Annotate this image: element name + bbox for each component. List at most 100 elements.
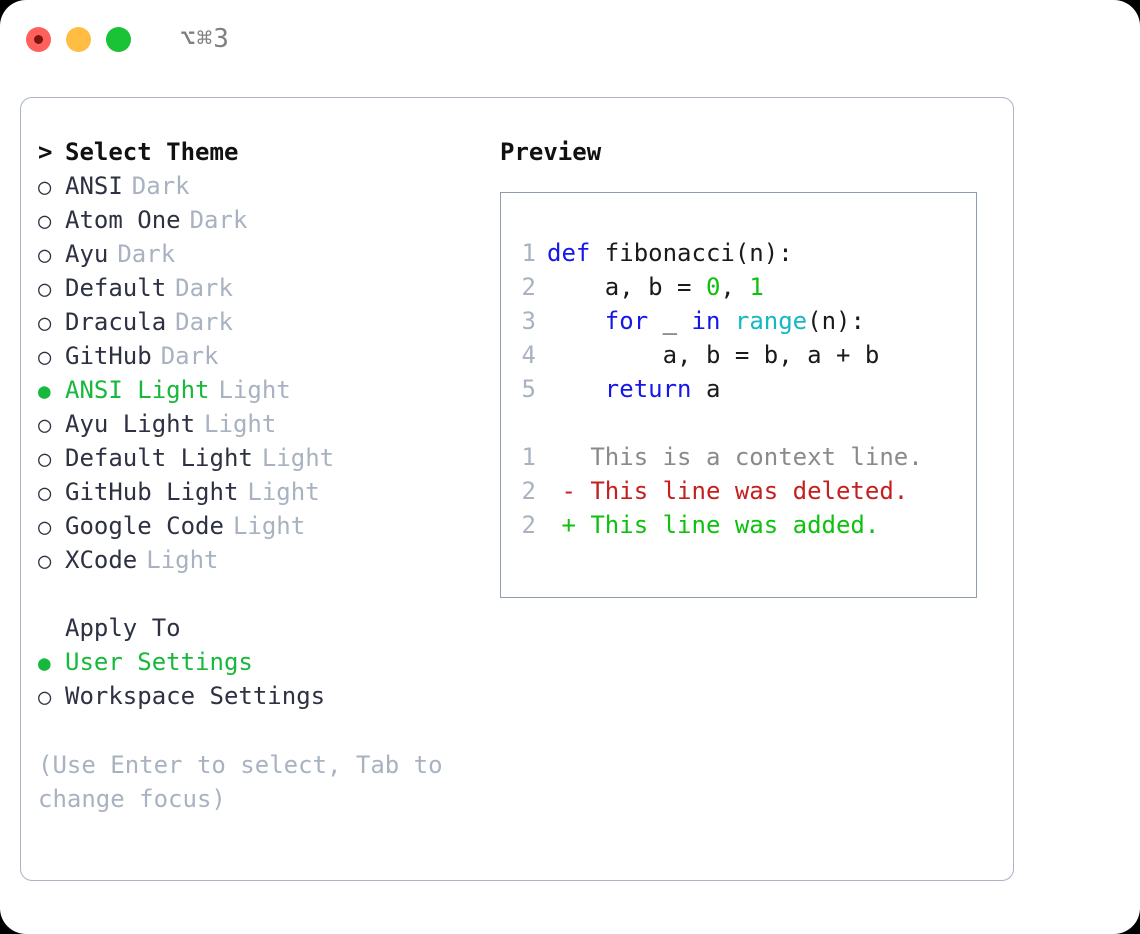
theme-variant-badge: Dark [160, 342, 219, 370]
code-token-number: 1 [749, 273, 764, 301]
theme-item-ayu-light[interactable]: ○ Ayu Light Light [38, 410, 488, 444]
theme-item-xcode[interactable]: ○ XCode Light [38, 546, 488, 580]
line-number: 1 [521, 443, 536, 471]
code-token-text: a, b = [547, 273, 706, 301]
apply-to-option-user-settings[interactable]: ● User Settings [38, 648, 488, 682]
theme-variant-badge: Dark [131, 172, 190, 200]
selection-arrow-icon: > [38, 138, 67, 166]
theme-name: GitHub [65, 342, 152, 370]
diff-content: + This line was added. [547, 511, 880, 539]
theme-name: Default Light [65, 444, 253, 472]
radio-unselected-icon: ○ [38, 549, 65, 574]
code-token-keyword: in [691, 307, 721, 335]
theme-name: Ayu [65, 240, 109, 268]
maximize-button[interactable] [106, 26, 131, 52]
theme-name: ANSI Light [65, 376, 210, 404]
theme-variant-badge: Dark [175, 308, 233, 336]
apply-to-title: Apply To [65, 614, 181, 642]
theme-variant-badge: Light [146, 546, 219, 574]
apply-to-option-label: User Settings [65, 648, 253, 676]
theme-variant-badge: Light [232, 512, 306, 540]
code-line: 3 for _ in range(n): [513, 307, 976, 341]
theme-item-atom-one-dark[interactable]: ○ Atom One Dark [38, 206, 488, 240]
code-content: def fibonacci(n): [547, 239, 793, 267]
theme-variant-badge: Dark [175, 274, 233, 302]
diff-content: - This line was deleted. [547, 477, 909, 505]
apply-to-option-workspace-settings[interactable]: ○ Workspace Settings [38, 682, 488, 716]
radio-unselected-icon: ○ [38, 685, 65, 710]
theme-name: Dracula [65, 308, 167, 336]
code-line: 2 a, b = 0, 1 [513, 273, 976, 307]
code-token-text: a [691, 375, 721, 403]
radio-unselected-icon: ○ [38, 345, 65, 370]
code-line: 5 return a [513, 375, 976, 409]
code-token-text: _ [648, 307, 692, 335]
select-theme-title: Select Theme [65, 138, 239, 166]
theme-item-ansi-dark[interactable]: ○ ANSI Dark [38, 172, 488, 206]
keyboard-hint-text: (Use Enter to select, Tab to change focu… [38, 751, 458, 813]
apply-to-option-label: Workspace Settings [65, 682, 326, 710]
code-token-number: 0 [705, 273, 721, 301]
theme-name: ANSI [65, 172, 123, 200]
diff-content: This is a context line. [547, 443, 923, 471]
apply-to-header: Apply To [38, 614, 488, 648]
theme-name: Default [65, 274, 167, 302]
code-token-text: (n): [807, 307, 865, 335]
close-button[interactable] [26, 26, 51, 52]
theme-item-google-code[interactable]: ○ Google Code Light [38, 512, 488, 546]
code-token-text [547, 307, 605, 335]
radio-unselected-icon: ○ [38, 413, 65, 438]
code-token-text: , [720, 273, 750, 301]
code-token-keyword: return [604, 375, 692, 403]
theme-name: Ayu Light [65, 410, 196, 438]
theme-item-default-light[interactable]: ○ Default Light Light [38, 444, 488, 478]
code-content: for _ in range(n): [547, 307, 865, 335]
theme-name: XCode [65, 546, 138, 574]
diff-line-added: 2 + This line was added. [513, 511, 976, 545]
code-token-text [547, 375, 605, 403]
code-content: a, b = b, a + b [547, 341, 880, 369]
radio-unselected-icon: ○ [38, 481, 65, 506]
theme-item-ayu-dark[interactable]: ○ Ayu Dark [38, 240, 488, 274]
diff-line-deleted: 2 - This line was deleted. [513, 477, 976, 511]
code-content: return a [547, 375, 721, 403]
select-theme-header: > Select Theme [38, 138, 488, 172]
line-number: 5 [521, 375, 536, 403]
preview-code-box: 1 def fibonacci(n): 2 a, b = 0, 1 3 for … [500, 192, 977, 598]
code-diff-spacer [513, 409, 976, 443]
preview-title: Preview [500, 138, 602, 166]
main-panel: > Select Theme ○ ANSI Dark ○ Atom One Da… [20, 97, 1014, 881]
theme-item-default-dark[interactable]: ○ Default Dark [38, 274, 488, 308]
code-token-keyword: def [547, 239, 591, 267]
line-number: 3 [521, 307, 536, 335]
theme-variant-badge: Light [204, 410, 277, 438]
radio-unselected-icon: ○ [38, 277, 65, 302]
theme-item-github-light[interactable]: ○ GitHub Light Light [38, 478, 488, 512]
radio-selected-icon: ● [38, 651, 64, 675]
code-token-keyword: for [604, 307, 649, 335]
theme-variant-badge: Light [218, 376, 291, 404]
theme-variant-badge: Light [247, 478, 320, 506]
theme-item-github-dark[interactable]: ○ GitHub Dark [38, 342, 488, 376]
line-number: 2 [521, 511, 536, 539]
code-line: 1 def fibonacci(n): [513, 239, 976, 273]
apply-to-marker-spacer [38, 617, 65, 642]
theme-name: Google Code [65, 512, 224, 540]
theme-selector-column: > Select Theme ○ ANSI Dark ○ Atom One Da… [38, 138, 488, 816]
code-line: 4 a, b = b, a + b [513, 341, 976, 375]
radio-selected-icon: ● [38, 379, 64, 403]
keyboard-shortcut-label: ⌥⌘3 [180, 24, 230, 54]
theme-variant-badge: Light [261, 444, 335, 472]
line-number: 4 [521, 341, 536, 369]
line-number: 2 [521, 477, 536, 505]
radio-unselected-icon: ○ [38, 175, 65, 200]
theme-item-ansi-light[interactable]: ● ANSI Light Light [38, 376, 488, 410]
preview-column: Preview 1 def fibonacci(n): 2 a, b = 0, … [500, 138, 1000, 598]
radio-unselected-icon: ○ [38, 447, 65, 472]
code-token-text [720, 307, 734, 335]
theme-item-dracula-dark[interactable]: ○ Dracula Dark [38, 308, 488, 342]
minimize-button[interactable] [66, 26, 91, 52]
radio-unselected-icon: ○ [38, 515, 65, 540]
theme-name: Atom One [65, 206, 181, 234]
